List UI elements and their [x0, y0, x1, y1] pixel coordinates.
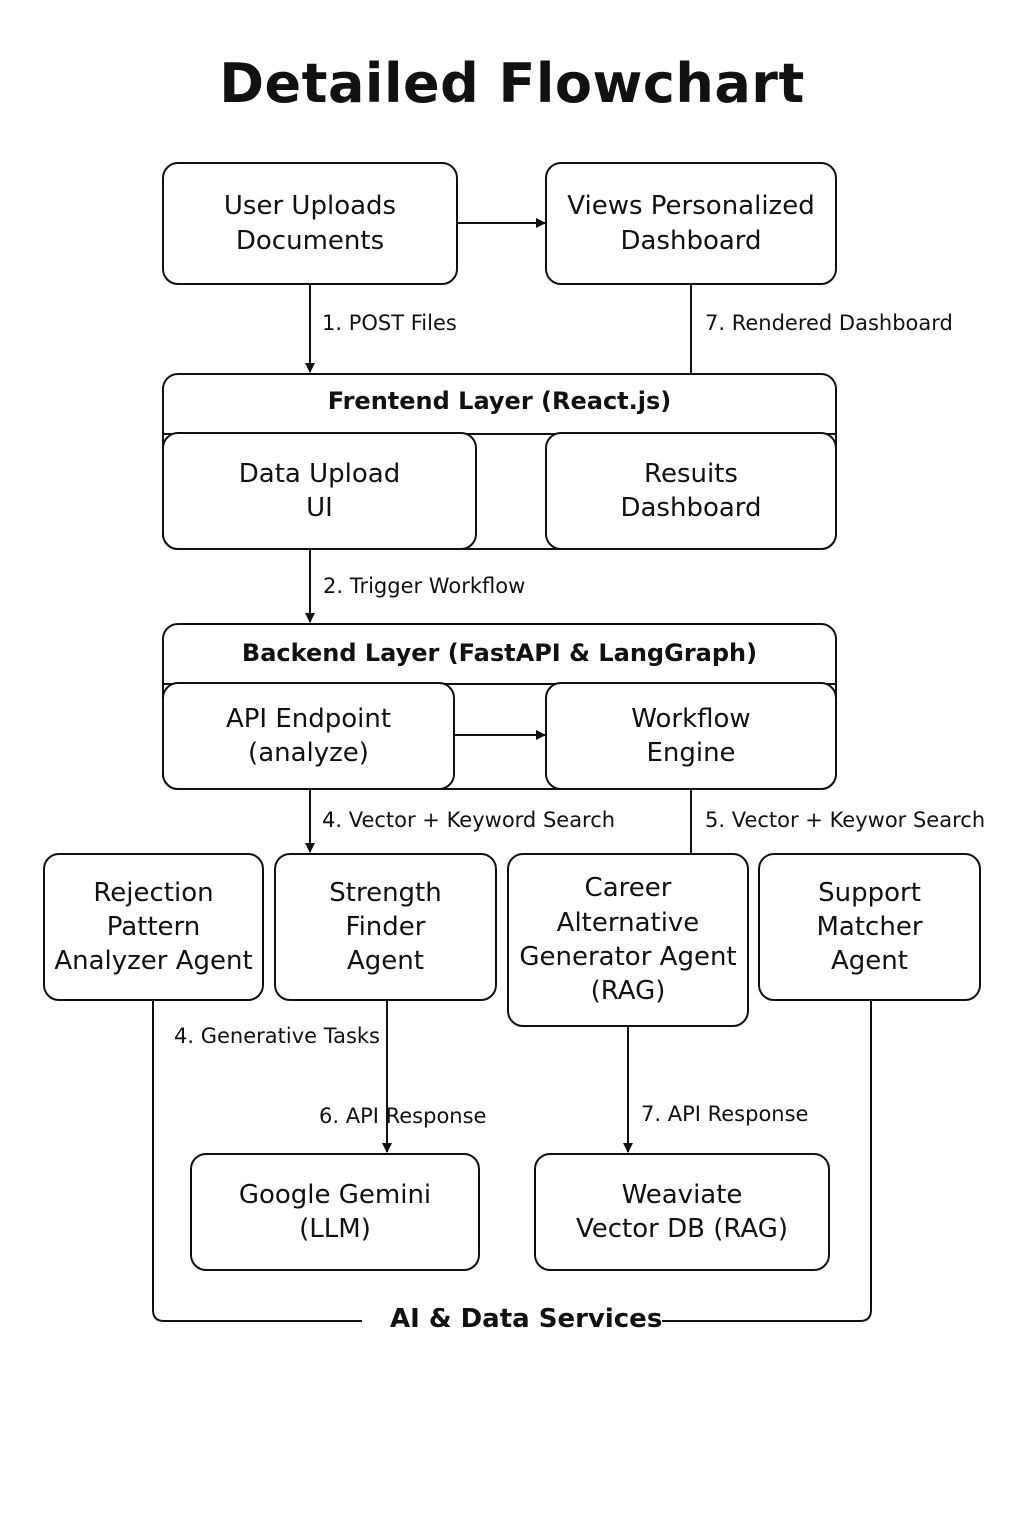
page-title: Detailed Flowchart: [219, 52, 805, 115]
post-files-label: 1. POST Files: [322, 311, 457, 335]
rejection-pattern-analyzer-agent-node: Rejection Pattern Analyzer Agent: [43, 853, 264, 1001]
vector-keywor-search-label: 5. Vector + Keywor Search: [705, 808, 986, 832]
views-personalized-dashboard-node: Views Personalized Dashboard: [545, 162, 837, 285]
services-group-bracket-left: [152, 1001, 362, 1322]
data-upload-ui-node: Data Upload UI: [162, 432, 477, 550]
google-gemini-node: Google Gemini (LLM): [190, 1153, 480, 1271]
rendered-dashboard-label: 7. Rendered Dashboard: [705, 311, 953, 335]
workflow-engine-node: Workflow Engine: [545, 682, 837, 790]
backend-layer-divider: [164, 683, 835, 685]
career-alternative-generator-agent-node: Career Alternative Generator Agent (RAG): [507, 853, 749, 1027]
backend-layer-title: Backend Layer (FastAPI & LangGraph): [241, 639, 758, 667]
strength-finder-agent-node: Strength Finder Agent: [274, 853, 497, 1001]
api-endpoint-node: API Endpoint (analyze): [162, 682, 455, 790]
user-uploads-documents-node: User Uploads Documents: [162, 162, 458, 285]
weaviate-vector-db-node: Weaviate Vector DB (RAG): [534, 1153, 830, 1271]
trigger-workflow-label: 2. Trigger Workflow: [323, 574, 526, 598]
api-response-7-label: 7. API Response: [641, 1102, 809, 1126]
support-matcher-agent-node: Support Matcher Agent: [758, 853, 981, 1001]
frontend-layer-title: Frentend Layer (React.js): [327, 387, 672, 415]
ai-data-services-label: AI & Data Services: [390, 1304, 663, 1334]
vector-keyword-search-label: 4. Vector + Keyword Search: [322, 808, 616, 832]
api-response-6-label: 6. API Response: [319, 1104, 487, 1128]
results-dashboard-node: Resuits Dashboard: [545, 432, 837, 550]
generative-tasks-label: 4. Generative Tasks: [174, 1024, 380, 1048]
services-group-bracket-right: [662, 1001, 872, 1322]
frontend-layer-divider: [164, 433, 835, 435]
